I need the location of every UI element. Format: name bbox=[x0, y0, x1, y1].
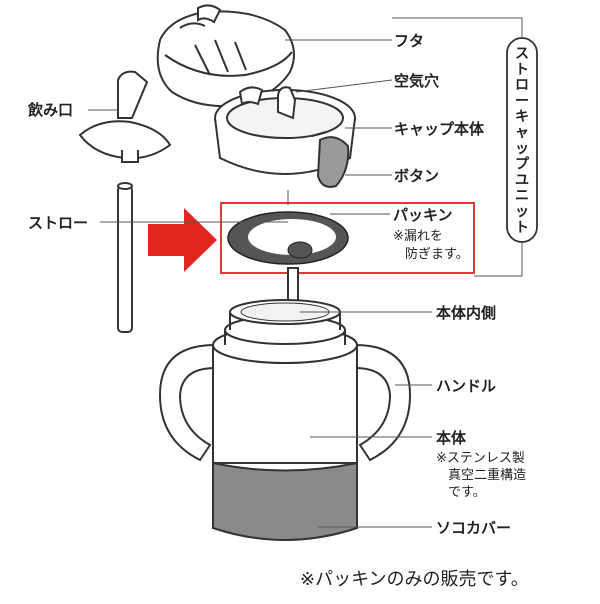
gasket-note-line-1: ※漏れを bbox=[393, 228, 443, 244]
label-body-inner: 本体内側 bbox=[436, 304, 496, 322]
leader-air-hole bbox=[295, 79, 393, 93]
mouthpiece bbox=[78, 70, 172, 163]
sales-footnote: ※パッキンのみの販売です。 bbox=[300, 569, 529, 590]
button bbox=[311, 131, 350, 188]
gasket-note-line-2: 防ぎます。 bbox=[405, 246, 469, 262]
unit-label-char: プ bbox=[515, 157, 530, 173]
unit-label-char: ニ bbox=[515, 188, 529, 204]
unit-label-char: ー bbox=[515, 93, 529, 109]
gasket bbox=[227, 211, 349, 265]
label-straw: ストロー bbox=[28, 214, 88, 232]
unit-label-char: ユ bbox=[515, 172, 529, 188]
label-lid: フタ bbox=[394, 32, 424, 50]
label-air-hole: 空気穴 bbox=[394, 72, 439, 90]
unit-label-char: ス bbox=[515, 46, 529, 62]
unit-label-char: ャ bbox=[515, 125, 529, 141]
label-button: ボタン bbox=[394, 167, 439, 185]
unit-label-char: ッ bbox=[515, 204, 529, 220]
body-note-line-2: 真空二重構造 bbox=[448, 467, 526, 483]
label-cap-body: キャップ本体 bbox=[394, 120, 485, 138]
unit-label-char: ト bbox=[515, 62, 529, 78]
gasket-highlight-box bbox=[220, 202, 475, 274]
cap-hinge bbox=[238, 86, 264, 106]
body-note-line-1: ※ステンレス製 bbox=[436, 451, 525, 466]
straw bbox=[117, 182, 133, 333]
label-gasket: パッキン bbox=[393, 206, 453, 224]
label-bottom-cover: ソコカバー bbox=[436, 519, 511, 537]
unit-label-char: キ bbox=[515, 109, 529, 125]
lid bbox=[156, 4, 295, 108]
red-arrow-icon bbox=[148, 208, 217, 272]
label-body: 本体 bbox=[436, 429, 467, 447]
label-mouthpiece: 飲み口 bbox=[27, 101, 73, 119]
body-note-line-3: です。 bbox=[448, 485, 486, 500]
label-handle: ハンドル bbox=[436, 377, 496, 395]
unit-label-char: ト bbox=[515, 220, 529, 236]
unit-label-char: ッ bbox=[515, 141, 529, 157]
unit-label-char: ロ bbox=[515, 78, 529, 94]
cup-body bbox=[158, 299, 412, 541]
air-hole-stem bbox=[277, 86, 297, 120]
